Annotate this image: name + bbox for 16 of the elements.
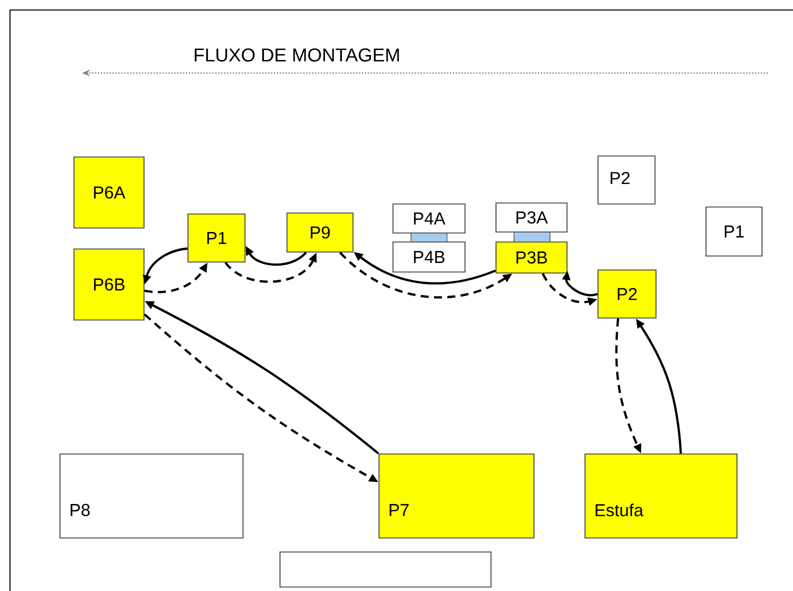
process-box: P9 (286, 212, 354, 253)
title: FLUXO DE MONTAGEM (194, 48, 399, 62)
process-box: P2 (597, 155, 656, 205)
box (279, 551, 492, 588)
process-box: P1 (705, 206, 763, 257)
process-box: P4A (392, 203, 466, 234)
process-box: P8 (59, 453, 244, 539)
process-box: Estufa (584, 453, 738, 539)
process-box: P3B (495, 241, 568, 274)
process-box: P4B (392, 241, 466, 273)
process-box: P2 (597, 269, 657, 319)
process-box: P6A (73, 156, 145, 229)
process-box: P1 (187, 213, 246, 263)
process-box: P7 (378, 453, 535, 539)
process-box: P3A (495, 202, 568, 233)
process-box: P6B (73, 248, 145, 321)
